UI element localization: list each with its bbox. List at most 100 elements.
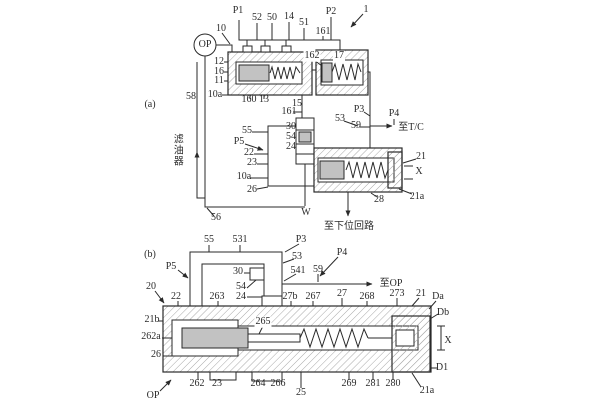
port — [281, 45, 292, 53]
ref-label-160: 160 — [241, 93, 257, 105]
ref-label-161: 161 — [315, 25, 331, 37]
ref-label-11: 11 — [214, 74, 224, 86]
right-leaders — [370, 158, 417, 198]
fitting-30 — [249, 267, 265, 281]
ref-label-267: 267 — [305, 290, 321, 302]
top-leaders — [177, 297, 437, 310]
left-leaders — [222, 61, 265, 99]
ref-label-a: (a) — [144, 98, 156, 110]
ref-label-21: 21 — [416, 150, 426, 162]
ref-label-27: 27 — [337, 287, 347, 299]
ref-label-10: 10 — [216, 22, 226, 34]
ref-label-p5: P5 — [165, 260, 177, 272]
spring — [299, 327, 369, 349]
ref-label-21a: 21a — [419, 384, 435, 396]
port — [242, 45, 253, 53]
ref-label-w: W — [301, 206, 311, 218]
ref-label-263: 263 — [209, 290, 225, 302]
ref-label-24: 24 — [286, 140, 296, 152]
spool — [181, 327, 249, 349]
ref-label-56: 56 — [211, 211, 221, 223]
ref-label-p5: P5 — [233, 135, 245, 147]
p5-arrow — [177, 269, 189, 279]
ref-label-x: X — [444, 334, 452, 346]
p5-arrow — [244, 143, 264, 151]
spool — [238, 64, 270, 82]
ref-label-30: 30 — [286, 120, 296, 132]
bottom-port — [209, 371, 237, 381]
ref-label-264: 264 — [250, 377, 266, 389]
ref-label-24: 24 — [236, 290, 246, 302]
ref-label-13: 13 — [259, 93, 269, 105]
pipe-leaders — [208, 243, 319, 298]
ref-label-52: 52 — [252, 11, 262, 23]
bottom-port — [251, 371, 283, 382]
ref-label-14: 14 — [284, 10, 294, 22]
ref-label-266: 266 — [270, 377, 286, 389]
spring — [269, 65, 301, 80]
panel-a-linework — [193, 13, 417, 217]
ref-label-21b: 21b — [144, 313, 160, 325]
left-loop — [267, 125, 314, 187]
spool — [321, 62, 333, 83]
spool — [319, 160, 345, 180]
op-arrow — [159, 379, 172, 392]
ref-label-op: OP — [198, 38, 212, 50]
ref-label-25: 25 — [296, 386, 306, 398]
ref-label-d1: D1 — [435, 361, 449, 373]
spool-stem — [247, 333, 301, 343]
ref-label-note-43: 至下位回路 — [324, 220, 374, 232]
ref-label-273: 273 — [389, 287, 405, 299]
bottom-leaders — [197, 372, 422, 388]
20-arrow — [154, 290, 165, 304]
port — [260, 45, 271, 53]
ref-label-269: 269 — [341, 377, 357, 389]
ref-label-59: 59 — [313, 263, 323, 275]
feed-line — [293, 95, 303, 118]
ref-label-27b: 27b — [282, 290, 298, 302]
ref-label-53: 53 — [292, 250, 302, 262]
pilot-spool — [298, 131, 312, 143]
ref-label-161: 161 — [281, 105, 297, 117]
panel-b-linework — [154, 243, 445, 392]
ref-label-t-c: 至T/C — [398, 121, 424, 133]
ref-label-p3: P3 — [353, 103, 365, 115]
ref-label-54: 54 — [286, 130, 296, 142]
p4-arrow — [319, 256, 339, 277]
ref-label-10a: 10a — [207, 88, 223, 100]
ref-label-55: 55 — [242, 124, 252, 136]
ref-label-280: 280 — [385, 377, 401, 389]
p-leaders — [343, 111, 395, 128]
ref-label-db: Db — [436, 306, 450, 318]
ref-label-26: 26 — [247, 183, 257, 195]
ref-label-note-33: 滤油器 — [171, 133, 183, 167]
ref-label-265: 265 — [254, 315, 272, 328]
ref-label-21a: 21a — [409, 190, 425, 202]
ref-label-23: 23 — [247, 156, 257, 168]
ref-label-58: 58 — [186, 90, 196, 102]
ref-label-21: 21 — [416, 287, 426, 299]
leader-56 — [206, 207, 215, 217]
drop-line — [368, 71, 371, 148]
ref-label-30: 30 — [233, 265, 243, 277]
ref-label-p1: P1 — [232, 4, 244, 16]
ref-label-15: 15 — [292, 97, 302, 109]
pump-outlet — [216, 44, 233, 52]
ref-label-22: 22 — [171, 290, 181, 302]
ref-label-16: 16 — [214, 65, 224, 77]
ref-label-20: 20 — [146, 280, 156, 292]
ref-label-54: 54 — [236, 280, 246, 292]
ref-label-b: (b) — [144, 248, 156, 260]
return-line — [196, 56, 305, 208]
ref-label-op: OP — [146, 389, 160, 400]
ref-label-51: 51 — [299, 16, 309, 28]
spring — [331, 62, 362, 81]
ref-label-p4: P4 — [336, 246, 348, 258]
plug-bore — [395, 329, 415, 347]
ref-label-55: 55 — [204, 233, 214, 245]
plug — [387, 151, 403, 189]
stack-chambers — [296, 129, 314, 155]
ref-label-541: 541 — [290, 264, 306, 276]
ref-label-162: 162 — [303, 49, 321, 62]
